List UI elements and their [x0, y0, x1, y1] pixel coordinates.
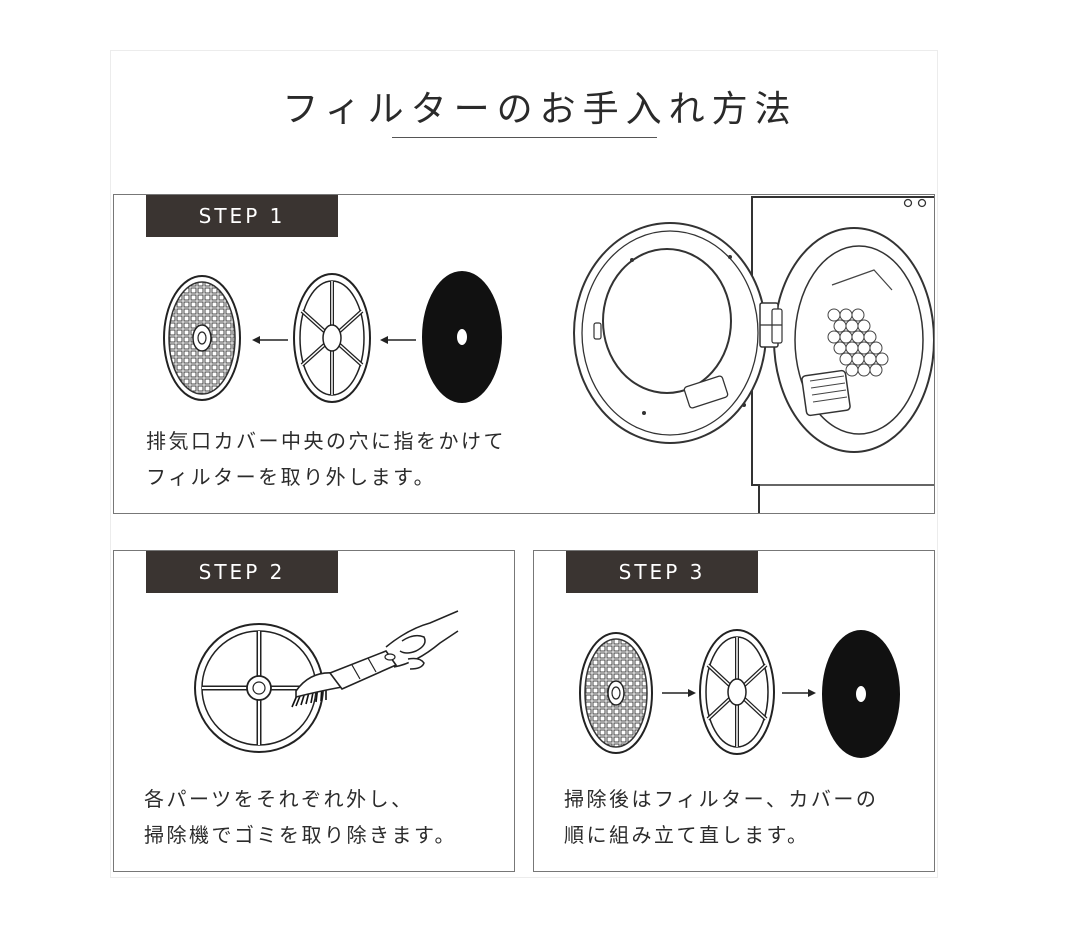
step2-description: 各パーツをそれぞれ外し、 掃除機でゴミを取り除きます。 [144, 781, 457, 853]
arrow-right-icon [782, 689, 816, 697]
arrow-left-icon [252, 336, 288, 344]
exhaust-cover-illustration [163, 275, 241, 401]
step1-line-1: 排気口カバー中央の穴に指をかけて [146, 429, 506, 453]
dryer-illustration [573, 196, 934, 513]
step3-line-2: 順に組み立て直します。 [564, 823, 810, 847]
step2-panel: STEP 2 各パーツをそれぞれ外し、 掃除機でゴミを取り除きます。 [113, 550, 515, 872]
step1-label: STEP 1 [146, 195, 338, 237]
step3-panel: STEP 3 掃除後はフィルター、カバーの 順に組み立 [533, 550, 935, 872]
step3-line-1: 掃除後はフィルター、カバーの [564, 787, 879, 811]
arrow-left-icon [380, 336, 416, 344]
filter-frame-illustration [699, 629, 775, 755]
step2-line-2: 掃除機でゴミを取り除きます。 [144, 823, 457, 847]
exhaust-cover-illustration [579, 632, 653, 754]
filter-frame-illustration [194, 623, 324, 753]
step2-line-1: 各パーツをそれぞれ外し、 [144, 787, 414, 811]
step3-label: STEP 3 [566, 551, 758, 593]
step3-description: 掃除後はフィルター、カバーの 順に組み立て直します。 [564, 781, 878, 853]
title-underline [392, 137, 657, 138]
arrow-right-icon [662, 689, 696, 697]
step2-label: STEP 2 [146, 551, 338, 593]
step1-panel: STEP 1 排気口カバー中央の穴に指をかけ [113, 194, 935, 514]
vacuum-brush-hand-illustration [291, 610, 459, 708]
step1-description: 排気口カバー中央の穴に指をかけて フィルターを取り外します。 [146, 423, 506, 495]
filter-frame-illustration [293, 273, 371, 403]
filter-disc-illustration [822, 630, 900, 758]
page-title: フィルターのお手入れ方法 [282, 89, 798, 130]
filter-disc-illustration [422, 271, 502, 403]
step1-line-2: フィルターを取り外します。 [146, 465, 437, 489]
